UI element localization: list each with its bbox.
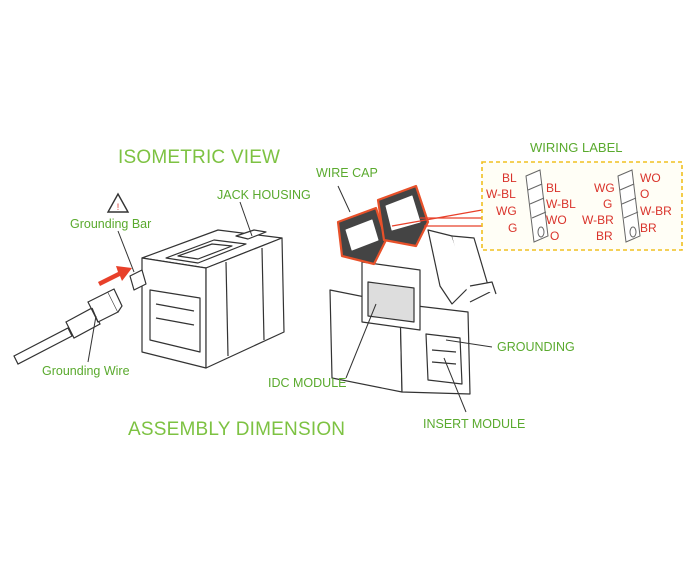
heading-wiring-label: WIRING LABEL bbox=[530, 140, 623, 155]
wire-code: WG bbox=[594, 181, 615, 195]
wire-code: W-BL bbox=[546, 197, 576, 211]
wire-code: W-BR bbox=[582, 213, 614, 227]
wiring-strip-left bbox=[525, 169, 549, 243]
wire-code: O bbox=[550, 229, 560, 243]
wire-code: W-BL bbox=[486, 187, 516, 201]
wiring-strip-right bbox=[617, 169, 641, 243]
label-wire-cap: WIRE CAP bbox=[316, 166, 378, 180]
wire-code: BR bbox=[596, 229, 613, 243]
leader-lines bbox=[87, 185, 493, 413]
label-idc-module: IDC MODULE bbox=[268, 376, 347, 390]
wire-code: O bbox=[640, 187, 650, 201]
wire-code: G bbox=[508, 221, 518, 235]
wire-code: W-BR bbox=[640, 204, 672, 218]
wire-code: WO bbox=[546, 213, 567, 227]
wire-cap-leaders bbox=[391, 209, 483, 227]
label-grounding-wire: Grounding Wire bbox=[42, 364, 130, 378]
grounding-wire-drawing bbox=[13, 288, 123, 365]
insert-direction-arrow bbox=[98, 266, 132, 286]
wire-code: BL bbox=[502, 171, 517, 185]
wire-code: WO bbox=[640, 171, 661, 185]
svg-text:!: ! bbox=[117, 202, 120, 212]
label-insert-module: INSERT MODULE bbox=[423, 417, 526, 431]
label-grounding: GROUNDING bbox=[497, 340, 575, 354]
heading-isometric-view: ISOMETRIC VIEW bbox=[118, 147, 281, 168]
heading-assembly-dimension: ASSEMBLY DIMENSION bbox=[128, 419, 346, 440]
jack-housing-drawing bbox=[129, 229, 285, 369]
label-jack-housing: JACK HOUSING bbox=[217, 188, 311, 202]
wire-code: G bbox=[603, 197, 613, 211]
wire-cap-drawing bbox=[336, 184, 430, 266]
wire-code: BR bbox=[640, 221, 657, 235]
label-grounding-bar: Grounding Bar bbox=[70, 217, 152, 231]
wire-code: BL bbox=[546, 181, 561, 195]
warning-triangle-icon: ! bbox=[106, 192, 130, 213]
insert-assembly-drawing bbox=[329, 229, 497, 395]
wire-code: WG bbox=[496, 204, 517, 218]
wiring-label-box bbox=[481, 161, 683, 251]
